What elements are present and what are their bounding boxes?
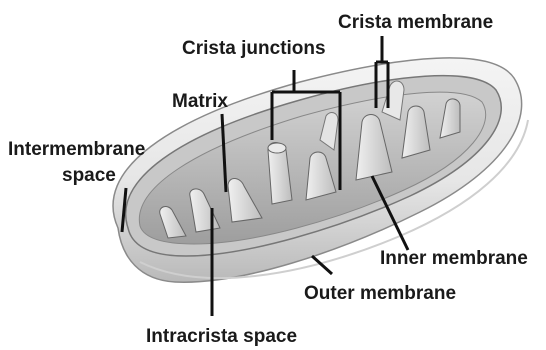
crista-junctions-label: Crista junctions [182,38,326,59]
crista-membrane-label: Crista membrane [338,12,493,33]
matrix-label: Matrix [172,91,228,112]
intermembrane-label: Intermembrane [8,139,145,160]
intracrista-space-label: Intracrista space [146,326,297,347]
outer-membrane-label: Outer membrane [304,283,456,304]
intermembrane-label-line2: space [62,165,116,186]
inner-membrane-label: Inner membrane [380,248,528,269]
